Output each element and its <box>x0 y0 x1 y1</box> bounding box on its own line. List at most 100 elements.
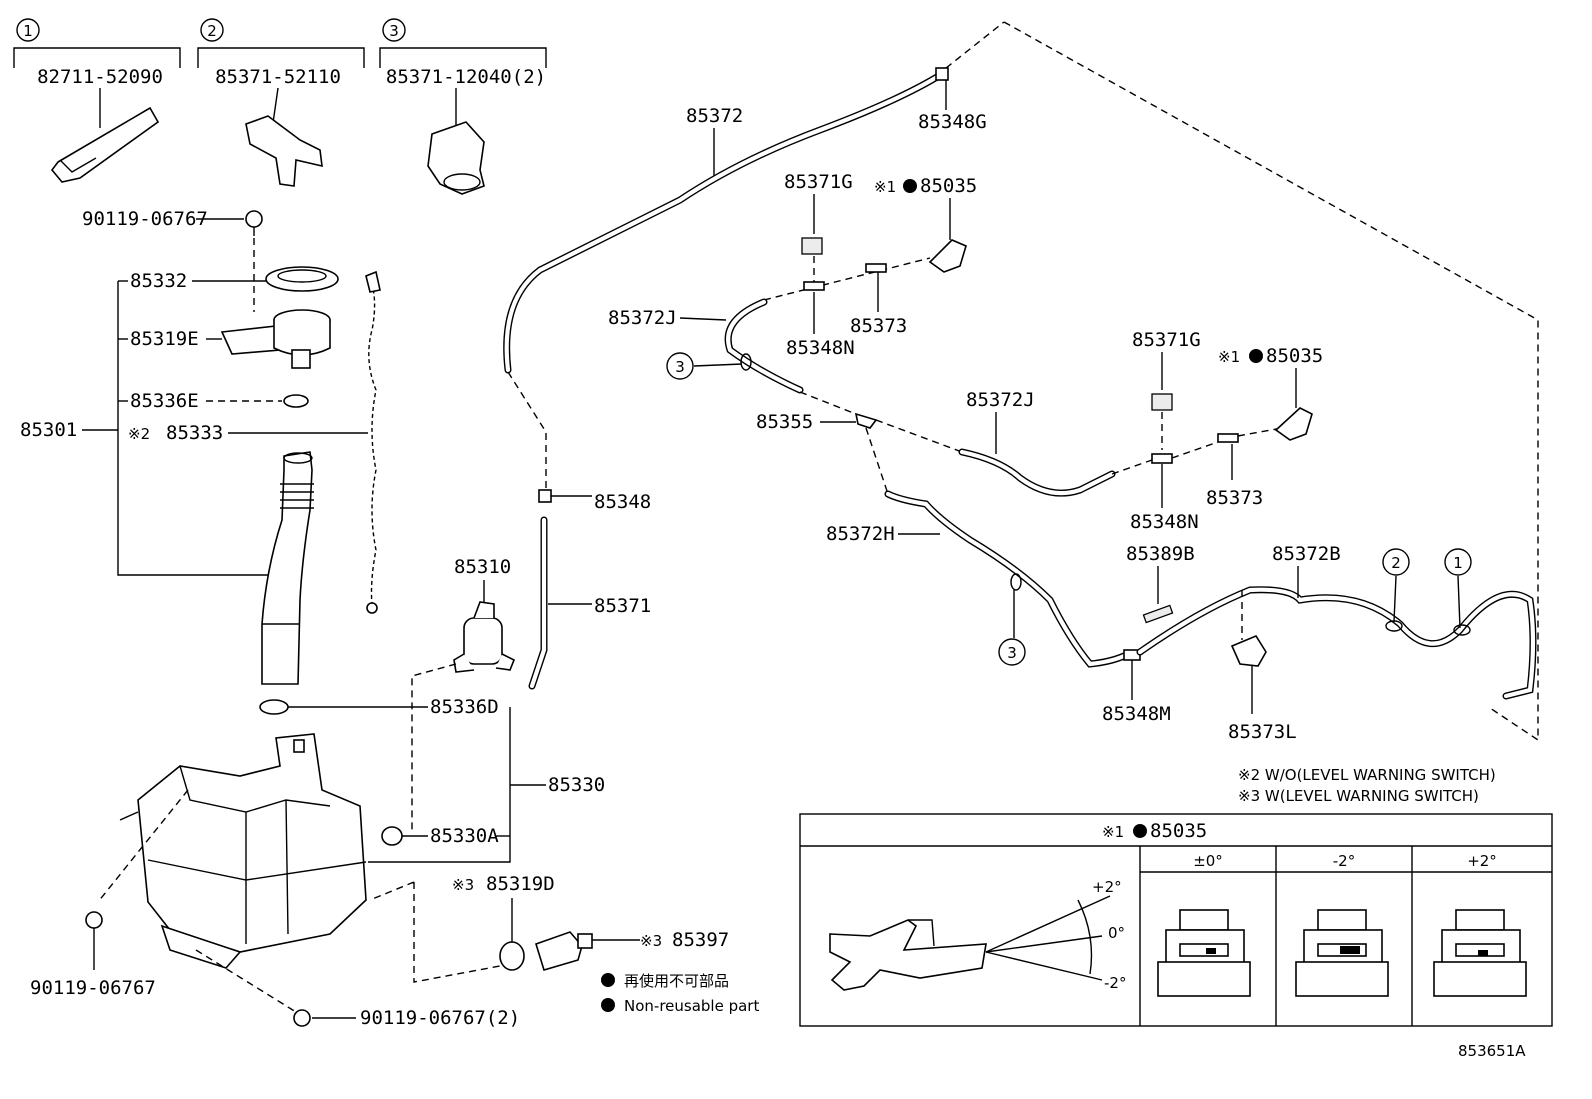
part-number: 85371G <box>784 171 853 193</box>
ref-marker: 3 <box>1007 644 1017 662</box>
seal-ring-icon <box>283 394 309 408</box>
nozzle-front-minus2 <box>1295 909 1389 997</box>
group-marker: 1 <box>23 22 33 40</box>
part-number: 85372B <box>1272 543 1341 565</box>
joint-icon <box>538 489 552 503</box>
legend-en: Non-reusable part <box>624 997 759 1015</box>
branch-upper: 85371G ※1 85035 85373 85348N 85372J 3 <box>608 171 977 394</box>
bolt-icon <box>245 210 263 228</box>
dot-icon <box>601 998 615 1012</box>
part-number: 85333 <box>166 422 223 444</box>
ref-marker: 2 <box>1391 554 1401 572</box>
part-number: 85319D <box>486 873 555 895</box>
part-number: 85397 <box>672 929 729 951</box>
filler-pipe-icon <box>261 451 313 685</box>
washer-pump-icon <box>463 617 503 665</box>
legend: 再使用不可部品 Non-reusable part <box>601 972 759 1015</box>
note-w3: ※3 W(LEVEL WARNING SWITCH) <box>1238 787 1479 805</box>
part-number: 85348N <box>1130 511 1199 533</box>
hood-outline <box>1003 21 1539 742</box>
cap-icon <box>265 266 339 292</box>
cap-icon <box>1151 393 1173 411</box>
part-number: 85319E <box>130 328 199 350</box>
part-number: 85310 <box>454 556 511 578</box>
group-marker: 3 <box>389 22 399 40</box>
hose-85371: 85371 <box>528 516 651 690</box>
column-header: +2° <box>1467 852 1497 870</box>
note-mark: ※3 <box>452 876 474 894</box>
group-3: 3 85371-12040(2) <box>379 18 547 195</box>
part-number: 90119-06767 <box>30 977 156 999</box>
cap-85332: 85332 <box>118 266 339 292</box>
part-number: 85373L <box>1228 721 1297 743</box>
joint-icon <box>1151 453 1173 464</box>
table-title: 85035 <box>1150 820 1207 842</box>
part-number: 85355 <box>756 411 813 433</box>
grommet-85330A: 85330A <box>381 825 510 847</box>
nozzle-side-view-icon <box>829 919 987 991</box>
inlet-85319E: 85319E <box>118 309 331 369</box>
level-gauge-icon <box>368 275 377 607</box>
branch-middle: 85372J 85371G ※1 85035 85373 85348N <box>958 329 1323 533</box>
part-number: 85348G <box>918 111 987 133</box>
note-mark: ※1 <box>874 178 896 196</box>
bolt-top: 90119-06767 <box>82 208 263 312</box>
clip-icon <box>1142 604 1174 624</box>
part-number: 85035 <box>920 175 977 197</box>
part-number: 85371-12040(2) <box>386 66 546 88</box>
tank-85330: 85330 <box>119 707 605 969</box>
part-number: 85372J <box>966 389 1035 411</box>
seal-85336D: 85336D <box>259 696 499 718</box>
bolt-icon <box>293 1009 311 1027</box>
part-number: 85348 <box>594 491 651 513</box>
seal-85336E: 85336E <box>118 390 309 412</box>
bolt-bottom: 90119-06767(2) <box>195 949 520 1029</box>
part-number: 85373 <box>850 315 907 337</box>
switch-85397: ※3 85397 <box>535 929 729 971</box>
angle-label: 0° <box>1108 924 1125 942</box>
part-number: 85035 <box>1266 345 1323 367</box>
tee-85355: 85355 <box>756 391 963 495</box>
reservoir-tank-icon <box>137 733 367 953</box>
table-note-mark: ※1 <box>1102 823 1124 841</box>
nozzle-front-plus2 <box>1433 909 1527 997</box>
level-switch-icon <box>535 931 583 971</box>
part-number: 85336D <box>430 696 499 718</box>
part-number: 85373 <box>1206 487 1263 509</box>
nozzle-front-icon <box>1179 909 1229 931</box>
joint-icon <box>803 281 825 291</box>
angle-label: -2° <box>1104 974 1126 992</box>
joint-icon <box>935 67 949 81</box>
note-mark: ※3 <box>640 932 662 950</box>
diagram-id: 853651A <box>1458 1042 1526 1060</box>
nozzle-front-0 <box>1157 909 1251 997</box>
dot-icon <box>601 973 615 987</box>
bolt-left: 90119-06767 <box>30 789 189 999</box>
part-number: 85348N <box>786 337 855 359</box>
hose-holder-icon <box>245 115 323 187</box>
column-header: -2° <box>1333 852 1355 870</box>
ref-marker: 3 <box>675 358 685 376</box>
hose-clip-icon <box>427 121 485 195</box>
part-number: 82711-52090 <box>37 66 163 88</box>
assembly-bracket <box>117 281 270 576</box>
part-number: 85301 <box>20 419 77 441</box>
nozzle-angle-table: ※1 85035 ±0° -2° +2° +2° 0° -2° <box>799 813 1553 1027</box>
pump-85310: 85310 <box>411 556 516 830</box>
note-w2: ※2 W/O(LEVEL WARNING SWITCH) <box>1238 766 1496 784</box>
gauge-85333: ※2 85333 <box>128 270 381 614</box>
part-number: 90119-06767(2) <box>360 1007 520 1029</box>
group-2: 2 85371-52110 <box>197 18 365 187</box>
part-number: 85330 <box>548 774 605 796</box>
part-number: 85332 <box>130 270 187 292</box>
part-number: 85371 <box>594 595 651 617</box>
tee-joint-icon <box>854 412 878 429</box>
grommet-85319D: ※3 85319D <box>369 873 555 983</box>
part-number: 85336E <box>130 390 199 412</box>
group-1: 1 82711-52090 <box>13 18 181 183</box>
part-number: 90119-06767 <box>82 208 208 230</box>
joint-85348: 85348 <box>538 489 651 513</box>
nozzle-icon <box>1230 635 1267 667</box>
branch-lower: 85372H 3 85348M 85372B 85389B 85373L 2 1 <box>826 490 1537 743</box>
